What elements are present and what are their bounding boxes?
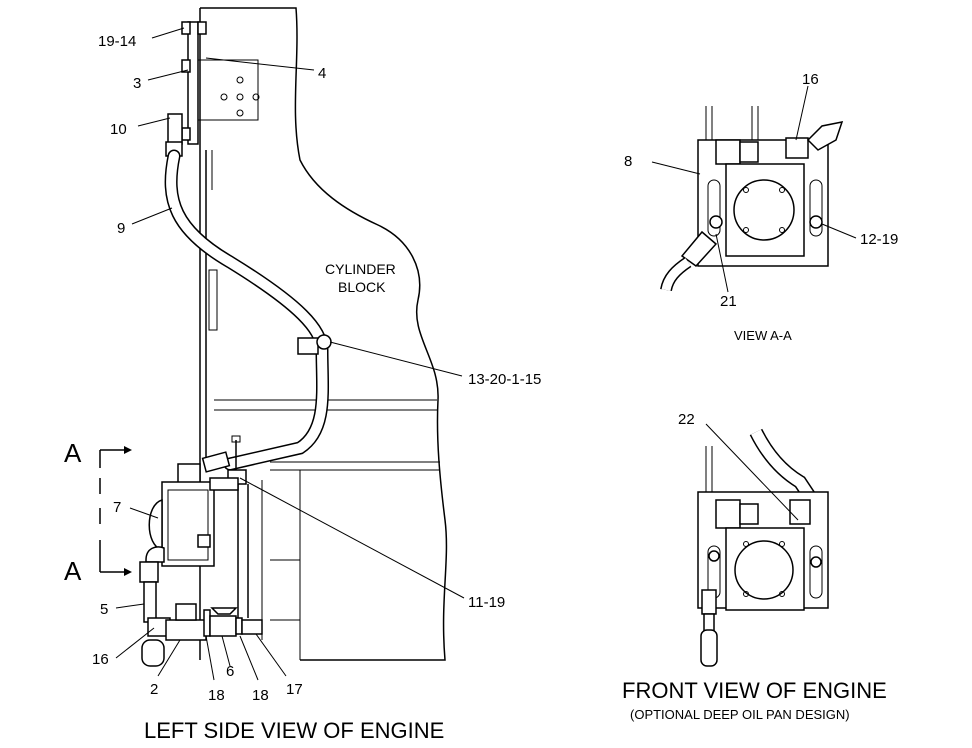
callout-18-b: 18 bbox=[252, 687, 269, 704]
callout-21: 21 bbox=[720, 293, 737, 310]
front-view: 22 FRONT VIEW OF ENGINE (OPTIONAL DEEP O… bbox=[622, 411, 887, 722]
mounting-plate bbox=[181, 21, 260, 145]
callout-5: 5 bbox=[100, 601, 108, 618]
callout-16-left: 16 bbox=[92, 651, 109, 668]
callout-16-aa: 16 bbox=[802, 71, 819, 88]
callout-12-19: 12-19 bbox=[860, 231, 898, 248]
callout-13-20-1-15: 13-20-1-15 bbox=[468, 371, 541, 388]
left-side-view: A A bbox=[64, 7, 541, 743]
callout-2: 2 bbox=[150, 681, 158, 698]
left-view-title: LEFT SIDE VIEW OF ENGINE bbox=[144, 718, 444, 743]
view-a-a: 8 16 12-19 21 VIEW A-A bbox=[624, 71, 898, 343]
callout-22: 22 bbox=[678, 411, 695, 428]
front-view-title: FRONT VIEW OF ENGINE bbox=[622, 678, 887, 703]
callout-10: 10 bbox=[110, 121, 127, 138]
section-letter-top: A bbox=[64, 438, 82, 468]
section-letter-bottom: A bbox=[64, 556, 82, 586]
front-view-subtitle: (OPTIONAL DEEP OIL PAN DESIGN) bbox=[630, 707, 850, 722]
callout-18-a: 18 bbox=[208, 687, 225, 704]
callout-17: 17 bbox=[286, 681, 303, 698]
section-marker: A A bbox=[64, 438, 132, 586]
callout-4: 4 bbox=[318, 65, 326, 82]
lower-tube-assembly bbox=[139, 546, 263, 667]
left-view-leaders bbox=[115, 27, 465, 681]
block-label-line2: BLOCK bbox=[338, 279, 386, 295]
bracket bbox=[227, 435, 249, 575]
callout-19-14: 19-14 bbox=[98, 33, 136, 50]
callout-3: 3 bbox=[133, 75, 141, 92]
view-a-a-title: VIEW A-A bbox=[734, 328, 792, 343]
callout-9: 9 bbox=[117, 220, 125, 237]
callout-6: 6 bbox=[226, 663, 234, 680]
block-label-line1: CYLINDER bbox=[325, 261, 396, 277]
cylinder-block-outline bbox=[200, 7, 448, 661]
pump-assembly bbox=[148, 463, 239, 567]
callout-11-19: 11-19 bbox=[468, 594, 505, 611]
callout-7: 7 bbox=[113, 499, 121, 516]
callout-8: 8 bbox=[624, 153, 632, 170]
